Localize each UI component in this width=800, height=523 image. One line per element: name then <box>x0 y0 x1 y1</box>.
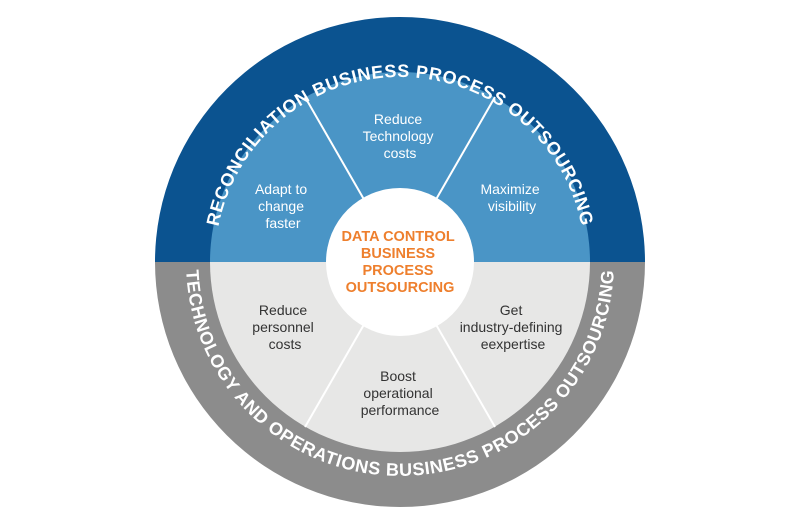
outer-ring-bottom <box>155 262 645 507</box>
segment-line: costs <box>269 336 302 352</box>
segment-line: visibility <box>488 198 536 214</box>
center-label: DATA CONTROL BUSINESS PROCESS OUTSOURCIN… <box>341 229 458 296</box>
segment-maximize-visibility: Maximize visibility <box>480 181 543 214</box>
segment-boost-operational-performance: Boost operational performance <box>361 368 440 418</box>
segment-line: change <box>258 198 304 214</box>
segment-line: Boost <box>380 368 416 384</box>
segment-line: Adapt to <box>255 181 307 197</box>
segment-line: Maximize <box>480 181 539 197</box>
segment-line: performance <box>361 402 440 418</box>
center-label-line-4: OUTSOURCING <box>346 280 455 296</box>
center-circle <box>326 188 474 336</box>
segment-line: costs <box>384 145 417 161</box>
center-label-line-3: PROCESS <box>363 263 434 279</box>
segment-get-industry-defining-expertise: Get industry-defining eexpertise <box>460 302 567 352</box>
segment-line: operational <box>363 385 432 401</box>
center-label-line-2: BUSINESS <box>361 246 435 262</box>
segment-line: industry-defining <box>460 319 563 335</box>
segment-line: Reduce <box>259 302 307 318</box>
inner-disc-bottom <box>210 262 590 452</box>
segment-line: eexpertise <box>481 336 546 352</box>
center-label-line-1: DATA CONTROL <box>341 229 454 245</box>
segment-line: Get <box>500 302 523 318</box>
segment-reduce-technology-costs: Reduce Technology costs <box>363 111 438 161</box>
segment-line: Technology <box>363 128 434 144</box>
segment-reduce-personnel-costs: Reduce personnel costs <box>252 302 317 352</box>
outer-ring-top <box>155 17 645 262</box>
inner-disc-top <box>210 72 590 262</box>
segment-line: Reduce <box>374 111 422 127</box>
segment-line: faster <box>265 215 300 231</box>
segment-adapt-to-change-faster: Adapt to change faster <box>255 181 311 231</box>
segment-line: personnel <box>252 319 314 335</box>
